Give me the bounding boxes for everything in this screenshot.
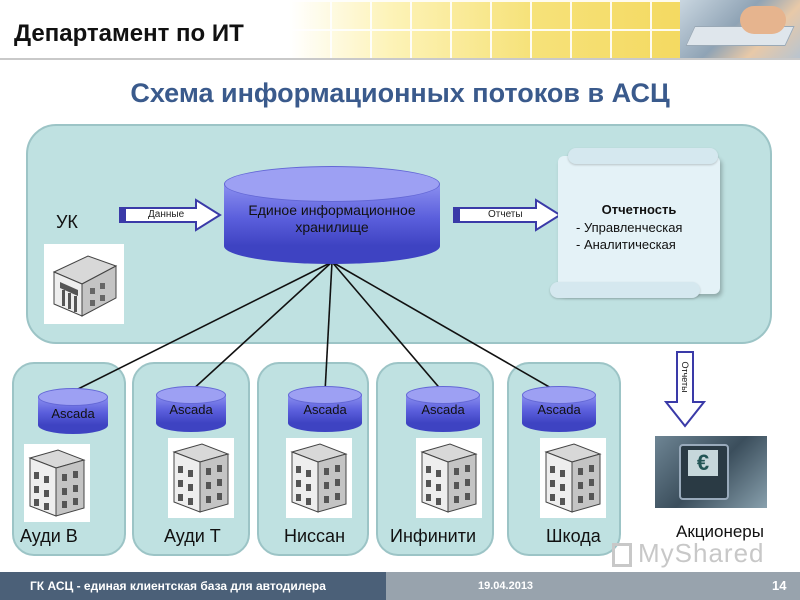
footer-text: ГК АСЦ - единая клиентская база для авто…	[30, 579, 326, 593]
dealer-name-4: Шкода	[546, 526, 601, 546]
footer: ГК АСЦ - единая клиентская база для авто…	[0, 572, 800, 600]
footer-right	[386, 572, 800, 600]
data-in-arrow: Данные	[118, 198, 222, 232]
shareholder-reports-arrow: Отчеты	[664, 350, 706, 428]
data-in-label: Данные	[148, 209, 185, 220]
ascada-label-2: Ascada	[303, 402, 347, 417]
dealer-name-2: Ниссан	[284, 526, 346, 546]
reporting-scroll: Отчетность - Управленческая - Аналитичес…	[550, 148, 720, 298]
reporting-item-management: - Управленческая	[576, 220, 683, 235]
dealer-name-0: Ауди В	[20, 526, 78, 546]
footer-left	[0, 572, 386, 600]
connector-line-2	[324, 261, 333, 393]
ascada-cylinder-2: Ascada	[288, 386, 362, 432]
uk-label: УК	[56, 212, 78, 232]
watermark-text: MyShared	[638, 538, 765, 568]
department-title: Департамент по ИТ	[14, 20, 244, 47]
dealer-name-3: Инфинити	[390, 526, 477, 546]
header-grid-decoration	[290, 0, 690, 58]
storage-label: Единое информационное хранилище	[248, 202, 416, 235]
ascada-cylinder-0: Ascada	[38, 388, 108, 434]
connector-line-3	[331, 261, 444, 393]
keyboard-photo	[680, 0, 800, 58]
reporting-title: Отчетность	[601, 202, 677, 217]
connector-line-1	[189, 261, 333, 393]
slide-title: Схема информационных потоков в АСЦ	[130, 78, 670, 108]
connector-line-4	[331, 261, 559, 393]
hand-icon	[740, 6, 786, 34]
scroll-curl-top	[568, 148, 718, 164]
ascada-label-4: Ascada	[537, 402, 581, 417]
ascada-label-3: Ascada	[421, 402, 465, 417]
reports-out-arrow: Отчеты	[452, 198, 562, 232]
header-divider	[0, 58, 800, 60]
bank-building-icon	[44, 244, 124, 324]
dealer-building-icon-2	[286, 438, 352, 518]
dealer-building-icon-1	[168, 438, 234, 518]
dealer-name-1: Ауди Т	[164, 526, 221, 546]
reports-out-label: Отчеты	[488, 209, 523, 220]
ascada-cylinder-3: Ascada	[406, 386, 480, 432]
dealer-building-icon-4	[540, 438, 606, 518]
dealer-building-icon-0	[24, 444, 90, 522]
header-bar: Департамент по ИТ	[0, 0, 800, 60]
ascada-label-1: Ascada	[169, 402, 213, 417]
reporting-item-analytics: - Аналитическая	[576, 237, 676, 252]
central-storage-cylinder: Единое информационное хранилище	[224, 166, 440, 264]
connector-line-0	[71, 261, 333, 393]
shareholder-label: Акционеры	[676, 522, 764, 541]
ascada-cylinder-1: Ascada	[156, 386, 226, 432]
euro-sign: €	[688, 450, 718, 476]
dealer-building-icon-3	[416, 438, 482, 518]
page-number: 14	[772, 578, 787, 593]
shareholder-reports-label: Отчеты	[680, 361, 690, 393]
watermark: MyShared	[612, 538, 765, 569]
footer-date: 19.04.2013	[478, 580, 534, 592]
scroll-curl-bottom	[550, 282, 700, 298]
watermark-icon	[612, 543, 632, 568]
ascada-cylinder-4: Ascada	[522, 386, 596, 432]
shareholder-photo: €	[655, 436, 767, 508]
ascada-label-0: Ascada	[51, 406, 95, 421]
